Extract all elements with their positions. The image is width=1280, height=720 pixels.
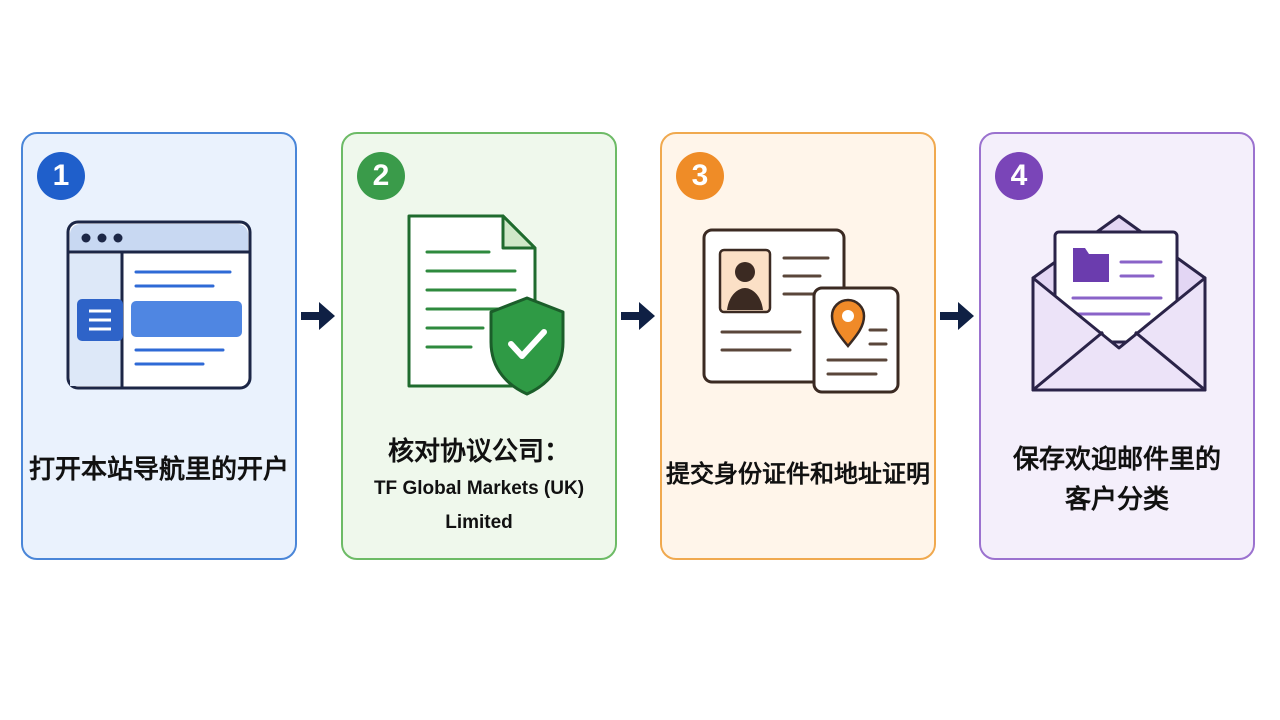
step-subtext: TF Global Markets (UK) Limited — [373, 478, 585, 533]
agreement-shield-check-icon — [407, 214, 565, 396]
browser-window-icon — [66, 220, 252, 390]
arrow-right-icon — [940, 302, 974, 330]
step-card-4: 4 保存欢迎邮件里的 客户分类 — [979, 132, 1255, 560]
step-number-badge: 3 — [676, 152, 724, 200]
step-text: 打开本站导航里的开户 — [28, 455, 289, 485]
step-card-1: 1 打开本站导航里的开户 — [21, 132, 297, 560]
welcome-envelope-icon — [1031, 214, 1207, 392]
arrow-right-icon — [301, 302, 335, 330]
step-label: 提交身份证件和地址证明 — [662, 454, 934, 494]
step-card-2: 2 核对协议公司： TF Global Markets (UK) Limited — [341, 132, 617, 560]
step-card-3: 3 提交身份证件和地址证明 — [660, 132, 936, 560]
id-card-location-icon — [702, 228, 900, 394]
step-number-badge: 1 — [37, 152, 85, 200]
step-text: 保存欢迎邮件里的 — [1012, 445, 1221, 475]
step-text: 核对协议公司： — [387, 437, 570, 467]
step-text: 提交身份证件和地址证明 — [666, 460, 930, 488]
step-label: 核对协议公司： TF Global Markets (UK) Limited — [343, 432, 615, 540]
arrow-right-icon — [621, 302, 655, 330]
step-number-badge: 2 — [357, 152, 405, 200]
step-label: 打开本站导航里的开户 — [23, 450, 295, 490]
step-label: 保存欢迎邮件里的 客户分类 — [981, 440, 1253, 520]
step-number-badge: 4 — [995, 152, 1043, 200]
step-text-line2: 客户分类 — [1064, 485, 1169, 515]
